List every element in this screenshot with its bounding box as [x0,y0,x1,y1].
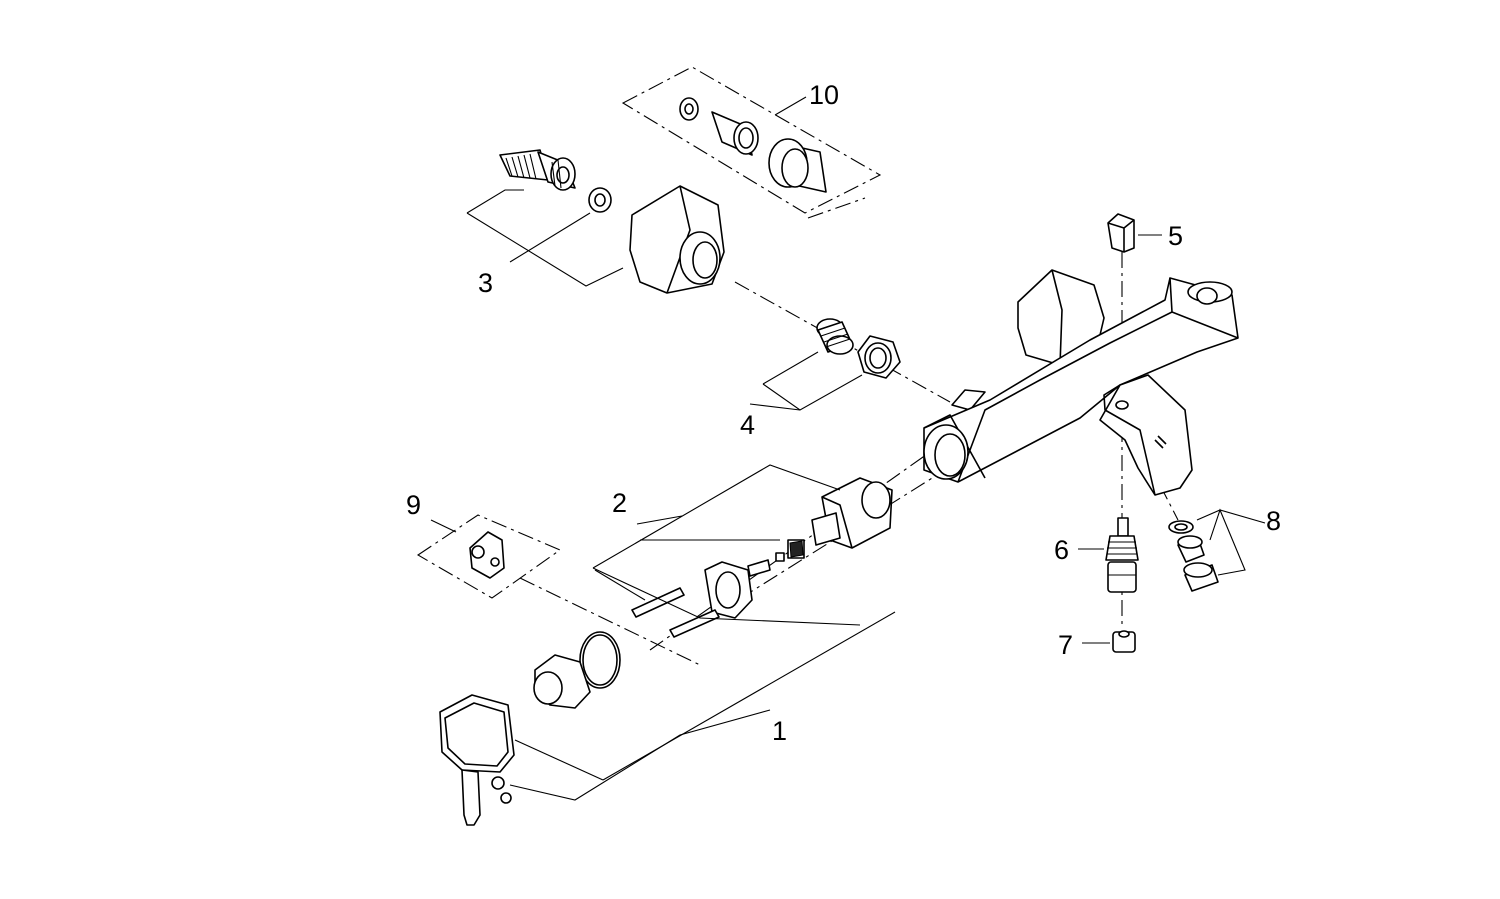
leader-1 [509,611,896,801]
callout-4: 4 [740,410,755,440]
callout-7: 7 [1058,630,1073,660]
nipple-4 [816,318,854,355]
lever-handle-1 [439,694,515,826]
s-union-3 [499,149,576,191]
thermostat-body [923,269,1239,496]
adapter-10 [711,111,759,156]
callout-3: 3 [478,268,493,298]
seal-ring-10 [679,97,699,121]
sleeve-10 [768,138,827,193]
callout-5: 5 [1168,221,1183,251]
mounting-flange-2 [704,561,753,619]
washer-3 [588,187,612,213]
bolts-2 [631,587,720,638]
callout-1: 1 [772,716,787,746]
leader-2 [592,464,861,626]
callout-8: 8 [1266,506,1281,536]
callout-labels: 10 3 5 4 9 2 8 6 7 1 [406,80,1281,746]
callout-2: 2 [612,488,627,518]
callout-10: 10 [809,80,839,110]
cartridge-6 [1078,517,1139,593]
rosette-3 [629,185,725,294]
leader-3 [466,189,624,287]
nut-4 [857,335,901,379]
kit-9-group [416,514,562,599]
axis-lines [519,197,1179,666]
aerator-8 [1168,508,1266,592]
o-ring-1 [579,631,621,689]
callout-6: 6 [1054,535,1069,565]
cap-7 [1082,630,1136,653]
cap-5 [1107,213,1162,253]
callout-9: 9 [406,490,421,520]
kit-10-group [621,66,882,214]
leader-4 [749,351,863,411]
thermo-cartridge-2 [747,477,893,577]
sleeve-1 [533,654,591,709]
